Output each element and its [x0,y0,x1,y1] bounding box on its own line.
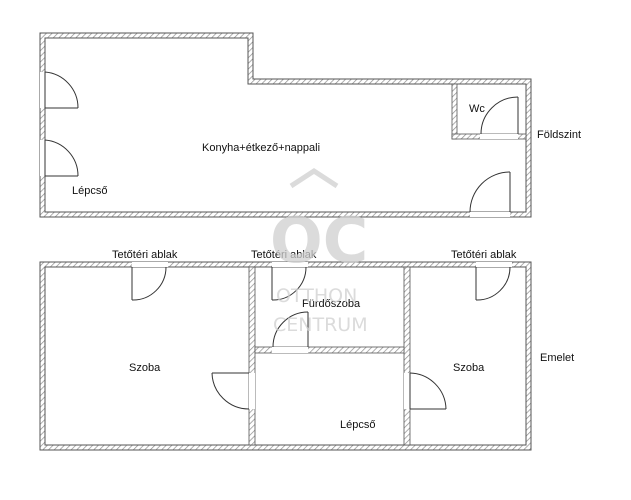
room-label-stairs-upper: Lépcső [340,419,375,431]
upper-floor: Tetőtéri ablak Tetőtéri ablak Tetőtéri a… [39,249,574,451]
door-room-right [475,262,512,301]
wall-right-partition [403,266,411,446]
room-label-wc: Wc [469,103,485,115]
door-bathroom-top [271,262,308,301]
wc-wall-vertical [451,83,458,140]
level-label-ground: Földszint [537,129,581,141]
room-label-living: Konyha+étkező+nappali [202,142,320,154]
door-left-lower [40,139,79,177]
skylight-label-3: Tetőtéri ablak [451,249,517,261]
door-stairs-to-room-left [211,372,255,410]
logo-line-1: OTTHON [276,285,357,307]
door-stairs-to-room-right [404,372,447,410]
door-left-upper [40,71,79,109]
door-wc [480,96,519,139]
watermark-logo: OC OTTHON CENTRUM [270,168,368,336]
room-label-stairs-ground: Lépcső [72,185,107,197]
room-label-room-right: Szoba [453,362,485,374]
room-label-room-left: Szoba [129,362,161,374]
ground-floor: Konyha+étkező+nappali Wc Lépcső Földszin… [39,32,581,218]
upper-floor-outer-wall [39,261,532,451]
skylight-label-1: Tetőtéri ablak [112,249,178,261]
level-label-upper: Emelet [540,352,574,364]
door-bathroom-bottom [272,311,309,353]
skylight-label-2: Tetőtéri ablak [251,249,317,261]
ground-floor-outer-wall [39,32,532,218]
logo-roof-icon [289,168,339,189]
door-room-left [131,262,168,301]
door-entrance [469,171,511,217]
room-label-bathroom: Fürdőszoba [302,298,361,310]
wall-bathroom-floor [254,346,405,354]
logo-line-2: CENTRUM [273,314,368,336]
logo-letters: OC [270,204,368,277]
wall-left-partition [248,266,256,446]
